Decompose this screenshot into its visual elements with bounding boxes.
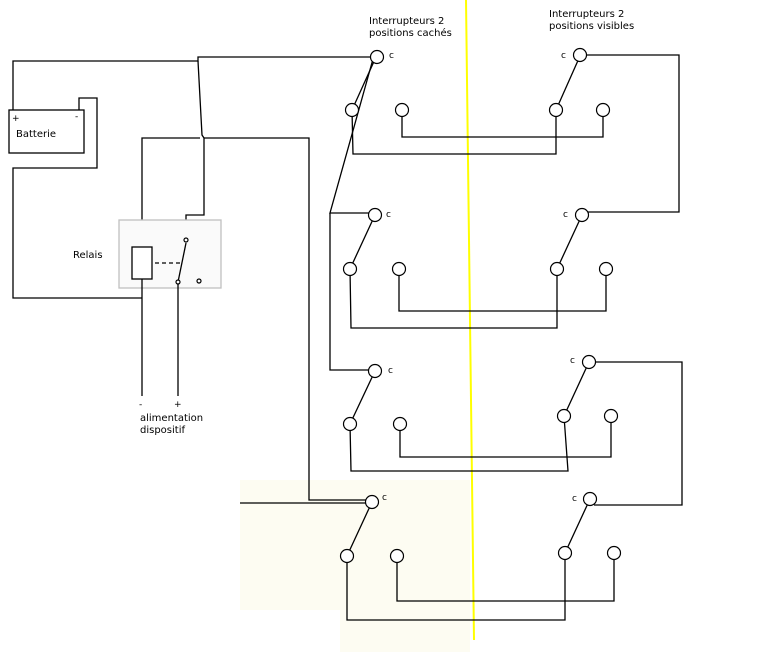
supply-line-2: dispositif: [140, 425, 186, 436]
common-label-visible-1: c: [561, 51, 566, 61]
wire-main-feed: [185, 60, 205, 242]
visible-switches-line-2: positions visibles: [549, 21, 635, 32]
wire-battery-plus: [12, 56, 373, 110]
battery-box: [8, 109, 85, 154]
common-label-hidden-3: c: [388, 366, 393, 376]
supply-plus-label: +: [174, 400, 182, 410]
wire-return: [204, 137, 366, 501]
visible-switches-line-1: Interrupteurs 2: [549, 9, 625, 20]
supply-label: alimentation dispositif: [140, 413, 203, 437]
common-label-hidden-2: c: [386, 210, 391, 220]
switch-row-3: [342, 354, 683, 506]
common-label-visible-2: c: [563, 210, 568, 220]
switch-row-1: [329, 47, 680, 214]
relay-terminal-top: [183, 237, 189, 243]
common-label-visible-3: c: [570, 356, 575, 366]
relay-label: Relais: [73, 250, 103, 261]
yellow-divider: [465, 0, 475, 641]
switch-row-4: [339, 491, 622, 621]
wire-upper-coil: [141, 137, 200, 248]
hidden-switches-label: Interrupteurs 2 positions cachés: [369, 16, 452, 40]
common-label-visible-4: c: [572, 494, 577, 504]
relay-terminal-nc: [196, 278, 202, 284]
common-label-hidden-1: c: [389, 51, 394, 61]
relay-terminal-common: [175, 279, 181, 285]
wire-battery-minus: [12, 97, 142, 299]
relay-contact: [177, 242, 187, 283]
common-label-hidden-4: c: [382, 493, 387, 503]
hidden-switches-line-2: positions cachés: [369, 28, 452, 39]
battery-minus-label: -: [75, 112, 79, 122]
hidden-switches-line-1: Interrupteurs 2: [369, 16, 445, 27]
visible-switches-label: Interrupteurs 2 positions visibles: [549, 9, 634, 33]
battery-plus-label: +: [12, 114, 20, 124]
relay-coil: [131, 246, 153, 280]
battery-label: Batterie: [16, 129, 57, 140]
switch-row-2: [329, 207, 614, 371]
supply-line-1: alimentation: [140, 413, 204, 424]
supply-minus-label: -: [139, 400, 143, 410]
background-shade: [240, 480, 470, 652]
